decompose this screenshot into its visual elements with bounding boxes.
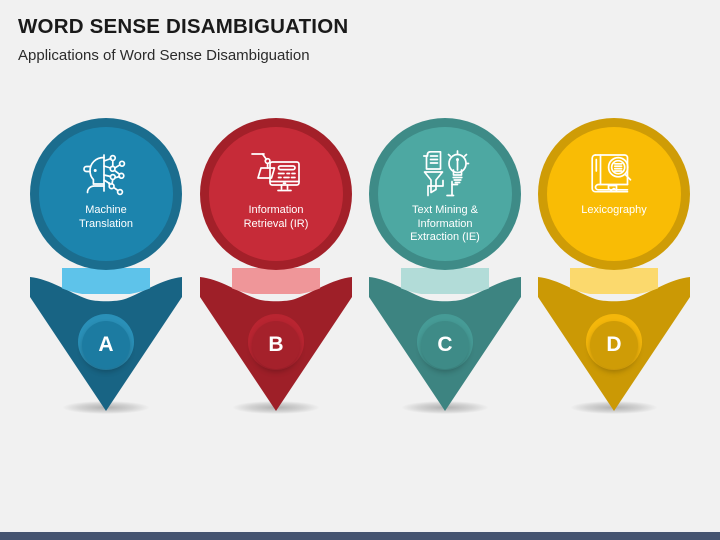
pin-circle[interactable]: Lexicography — [538, 118, 690, 270]
pin-collar — [62, 268, 150, 294]
pin-d[interactable]: Lexicography D — [526, 118, 702, 428]
pin-label: Lexicography — [552, 204, 676, 218]
pin-label-line: Information — [248, 204, 304, 216]
pin-collar — [401, 268, 489, 294]
pin-badge-b[interactable]: B — [252, 321, 300, 369]
pin-badge-letter: A — [98, 333, 114, 356]
pin-badge-c[interactable]: C — [421, 321, 469, 369]
pin-badge-a[interactable]: A — [82, 321, 130, 369]
pin-label-line: Extraction (IE) — [410, 231, 480, 243]
header: WORD SENSE DISAMBIGUATION Applications o… — [18, 15, 698, 64]
pin-badge-letter: C — [437, 333, 453, 356]
pin-label-line: Lexicography — [581, 204, 647, 216]
pin-collar — [570, 268, 658, 294]
funnel-document-bulb-icon — [416, 149, 474, 199]
pin-badge-d[interactable]: D — [590, 321, 638, 369]
pin-badge-letter: D — [606, 333, 622, 356]
page-subtitle: Applications of Word Sense Disambiguatio… — [18, 46, 310, 64]
book-magnifier-icon — [585, 149, 643, 199]
pin-badge-letter: B — [268, 333, 284, 356]
head-neural-network-icon — [77, 149, 135, 199]
footer-bar — [0, 532, 720, 540]
pin-label-line: Information — [417, 217, 473, 230]
pin-label-line: Retrieval (IR) — [243, 217, 309, 230]
pin-label-line: Text Mining & — [411, 204, 479, 216]
pin-collar — [232, 268, 320, 294]
pin-label-line: Machine — [85, 204, 127, 216]
page-title: WORD SENSE DISAMBIGUATION — [18, 15, 349, 38]
pin-label-line: Translation — [78, 217, 133, 230]
monitor-data-extraction-icon — [247, 149, 305, 199]
